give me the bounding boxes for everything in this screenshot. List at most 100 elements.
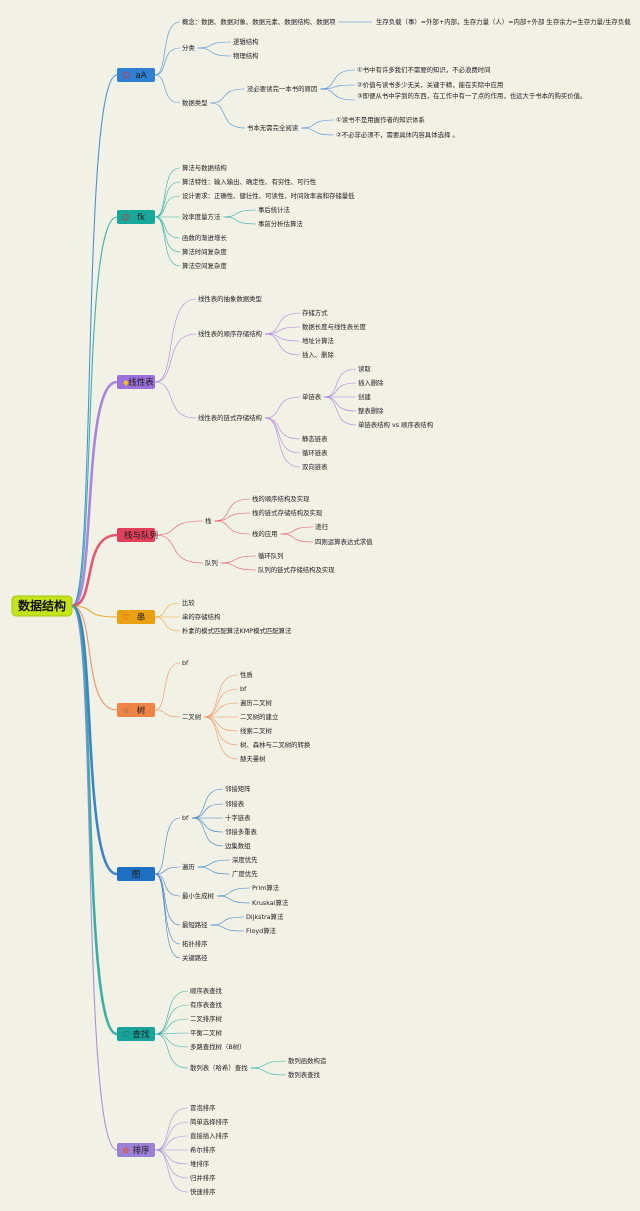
node-label: 比较 bbox=[182, 598, 195, 607]
node-label: 数据长度与线性表长度 bbox=[302, 322, 367, 331]
branch-8: ✿排序 bbox=[117, 1143, 155, 1157]
connector-line bbox=[264, 333, 301, 342]
branch-node[interactable] bbox=[117, 1027, 155, 1041]
node-label: 循环队列 bbox=[258, 551, 284, 560]
node-label: 拓扑排序 bbox=[182, 939, 208, 948]
node-label: bf bbox=[182, 659, 189, 667]
node-label: 顺序表查找 bbox=[190, 986, 223, 995]
branch-node[interactable] bbox=[117, 68, 155, 82]
node-label: 广度优先 bbox=[232, 869, 258, 878]
connector-line bbox=[210, 102, 246, 129]
connector-line bbox=[70, 604, 118, 1036]
gem-icon: ◆ bbox=[123, 378, 130, 387]
connector-line bbox=[324, 368, 357, 398]
branch-4: ♡串 bbox=[117, 610, 155, 624]
node-label: 逻辑结构 bbox=[233, 37, 259, 46]
connector-line bbox=[154, 181, 181, 218]
connector-line bbox=[154, 21, 181, 76]
node-label: 线性表的抽象数据类型 bbox=[198, 294, 263, 303]
node-label: 插入删除 bbox=[358, 378, 384, 387]
branch-node[interactable] bbox=[117, 210, 155, 224]
branch-node[interactable] bbox=[117, 1143, 155, 1157]
node-label: 读取 bbox=[358, 364, 371, 373]
branch-6: 图 bbox=[117, 867, 155, 881]
connector-line bbox=[197, 866, 231, 875]
branch-1: ☺ fk bbox=[117, 210, 155, 224]
node-label: 树、森林与二叉树的转换 bbox=[240, 740, 311, 749]
smile-icon: ☺ bbox=[122, 531, 130, 540]
node-label: 双向链表 bbox=[302, 462, 328, 471]
branch-node[interactable] bbox=[117, 703, 155, 717]
connector-line bbox=[204, 716, 239, 760]
node-label: 物理结构 bbox=[233, 51, 259, 60]
connector-line bbox=[71, 380, 118, 608]
branch-label: fk bbox=[137, 213, 145, 223]
node-label: 堆排序 bbox=[190, 1159, 210, 1168]
connector-line bbox=[154, 298, 197, 383]
connector-line bbox=[154, 1135, 189, 1151]
node-label: 栈的应用 bbox=[252, 529, 278, 538]
branch-5: ☆树 bbox=[117, 703, 155, 717]
connector-line bbox=[264, 396, 301, 419]
branch-label: 线性表 bbox=[128, 377, 154, 388]
connector-line bbox=[204, 674, 239, 718]
node-label: ②价值与读书多少无关，关键于精，能在实际中应用 bbox=[357, 80, 503, 89]
node-label: 希尔排序 bbox=[190, 1145, 216, 1154]
branch-node[interactable] bbox=[117, 528, 155, 542]
connector-line bbox=[154, 195, 181, 218]
node-label: 散列表（哈希）查找 bbox=[190, 1063, 248, 1072]
connector-line bbox=[154, 520, 204, 536]
connector-line bbox=[197, 859, 231, 868]
connector-line bbox=[71, 216, 118, 607]
connector-line bbox=[71, 605, 118, 618]
node-label: 数据类型 bbox=[182, 98, 208, 107]
root-label: 数据结构 bbox=[18, 598, 66, 613]
node-label: 算法时间复杂度 bbox=[182, 247, 227, 256]
branch-label: 排序 bbox=[132, 1145, 150, 1156]
node-label: 单链表 bbox=[302, 392, 322, 401]
node-label: 散列表查找 bbox=[288, 1070, 321, 1079]
node-label: 串的存储结构 bbox=[182, 612, 220, 621]
node-label: 栈 bbox=[205, 516, 212, 525]
connector-line bbox=[154, 381, 197, 419]
connector-line bbox=[154, 873, 181, 959]
branch-node[interactable] bbox=[117, 375, 155, 389]
connector-line bbox=[154, 216, 181, 239]
connector-line bbox=[324, 396, 357, 412]
connector-line bbox=[264, 326, 301, 335]
connector-line bbox=[154, 216, 181, 267]
node-label: 赫夫曼树 bbox=[240, 754, 266, 763]
node-label: 最小生成树 bbox=[182, 891, 215, 900]
node-label: 简单选择排序 bbox=[190, 1117, 229, 1126]
branch-node[interactable] bbox=[117, 867, 155, 881]
node-label: bf bbox=[182, 814, 189, 822]
connector-line bbox=[214, 520, 251, 535]
connector-line bbox=[320, 69, 356, 90]
connector-line bbox=[154, 1121, 189, 1151]
branch-label: 图 bbox=[132, 870, 141, 880]
connector-line bbox=[71, 604, 118, 876]
connector-line bbox=[197, 41, 232, 49]
connector-line bbox=[192, 817, 224, 833]
node-label: 有序表查找 bbox=[190, 1000, 223, 1009]
node-label: 十字链表 bbox=[225, 813, 251, 822]
node-label: 栈的顺序结构及实现 bbox=[252, 494, 310, 503]
emoji-icon: ☺ bbox=[122, 213, 130, 222]
node-label: 递归 bbox=[315, 522, 328, 531]
node-label: 算法空间复杂度 bbox=[182, 261, 227, 270]
node-label: 算法与数据结构 bbox=[182, 163, 227, 172]
node-label: 线性表的顺序存储结构 bbox=[198, 329, 262, 338]
node-label: 邻接矩阵 bbox=[225, 784, 251, 793]
node-label: ①读书不是用握作者的知识体系 bbox=[336, 115, 425, 124]
node-label: Floyd算法 bbox=[246, 926, 277, 935]
connector-line bbox=[320, 84, 356, 90]
connector-line bbox=[216, 895, 251, 904]
connector-line bbox=[154, 866, 181, 875]
node-label: Kruskal算法 bbox=[252, 898, 289, 907]
node-label: Prim算法 bbox=[252, 883, 280, 892]
connector-line bbox=[264, 333, 301, 356]
branch-node[interactable] bbox=[117, 610, 155, 624]
root-node[interactable] bbox=[11, 595, 73, 617]
connector-line bbox=[154, 74, 181, 104]
